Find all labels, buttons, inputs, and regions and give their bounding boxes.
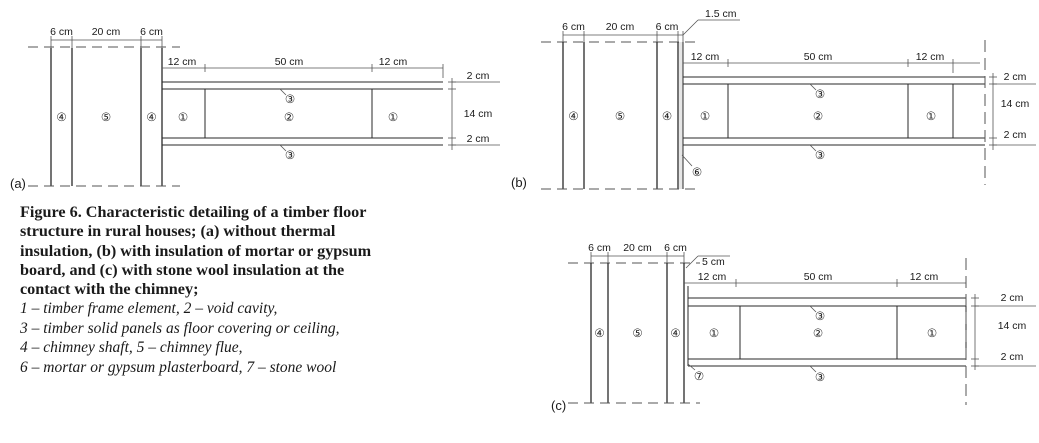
caption-legend-item: 1 – timber frame element, 2 – void cavit… — [20, 300, 278, 318]
panel-b-dim-floor-2: 50 cm — [804, 51, 833, 63]
panel-b-marker-frame: ① — [700, 111, 710, 123]
panel-b-marker-chimney-shaft: ④ — [568, 111, 578, 123]
panel-a-marker-top-panel: ③ — [285, 94, 295, 106]
panel-c-dim-layer-1: 2 cm — [1001, 292, 1024, 304]
panel-c-marker-cavity: ② — [813, 328, 823, 340]
panel-a-label: (a) — [10, 176, 26, 191]
panel-c-marker-chimney-shaft: ④ — [670, 328, 680, 340]
panel-a-marker-chimney-shaft: ④ — [56, 112, 66, 124]
marker-leader — [681, 154, 693, 167]
panel-a-dim-floor-2: 50 cm — [275, 56, 304, 68]
panel-a-dim-layer-2: 14 cm — [464, 108, 493, 120]
panel-a-marker-bottom-panel: ③ — [285, 150, 295, 162]
panel-c-dim-layer-3: 2 cm — [1001, 351, 1024, 363]
panel-b-mortar-layer — [679, 42, 683, 189]
panel-b-marker-top-panel: ③ — [815, 89, 825, 101]
panel-c-label: (c) — [551, 398, 566, 413]
marker-leader — [279, 144, 287, 152]
panel-b-marker-bottom-panel: ③ — [815, 150, 825, 162]
panel-c-dim-floor-1: 12 cm — [698, 271, 727, 283]
panel-b-dim-floor-3: 12 cm — [916, 51, 945, 63]
panel-c-marker-stone-wool: ⑦ — [694, 371, 704, 383]
dim-leader — [682, 19, 699, 36]
panel-b-dim-layer-1: 2 cm — [1004, 71, 1027, 83]
panel-a-dim-chimney-2: 20 cm — [92, 26, 121, 38]
panel-b-marker-chimney-flue: ⑤ — [615, 111, 625, 123]
panel-c-dim-floor-3: 12 cm — [910, 271, 939, 283]
panel-b: 6 cm 20 cm 6 cm 1.5 cm 12 cm 50 cm 12 cm — [511, 8, 1036, 190]
panel-c-dim-chimney-2: 20 cm — [623, 242, 652, 254]
panel-b-dim-chimney-2: 20 cm — [606, 21, 635, 33]
panel-c-marker-bottom-panel: ③ — [815, 372, 825, 384]
panel-a-dim-layer-3: 2 cm — [467, 133, 490, 145]
panel-a-dim-chimney-1: 6 cm — [50, 26, 73, 38]
panel-b-label: (b) — [511, 175, 527, 190]
panel-c-marker-chimney-flue: ⑤ — [632, 328, 642, 340]
caption-title: Figure 6. Characteristic detailing of a … — [20, 203, 372, 299]
caption-legend-item: 6 – mortar or gypsum plasterboard, 7 – s… — [20, 358, 337, 376]
panel-a-dim-floor-3: 12 cm — [379, 56, 408, 68]
panel-c-dim-gap: 5 cm — [702, 256, 725, 268]
panel-c-marker-chimney-shaft: ④ — [594, 328, 604, 340]
dim-leader — [685, 255, 699, 269]
panel-a-dim-chimney-3: 6 cm — [140, 26, 163, 38]
panel-c-dim-floor-2: 50 cm — [804, 271, 833, 283]
caption-legend-item: 4 – chimney shaft, 5 – chimney flue, — [20, 339, 243, 357]
panel-b-dim-layer-2: 14 cm — [1001, 98, 1030, 110]
panel-c-marker-top-panel: ③ — [815, 311, 825, 323]
marker-leader — [809, 365, 817, 373]
panel-a-dim-layer-1: 2 cm — [467, 70, 490, 82]
panel-c-dim-layer-2: 14 cm — [998, 320, 1027, 332]
panel-a-marker-chimney-shaft: ④ — [146, 112, 156, 124]
caption-legend-item: 3 – timber solid panels as floor coverin… — [20, 319, 340, 337]
panel-b-marker-cavity: ② — [813, 111, 823, 123]
panel-b-dim-layer-3: 2 cm — [1004, 129, 1027, 141]
panel-b-dim-gap: 1.5 cm — [705, 8, 737, 20]
marker-leader — [809, 305, 817, 313]
marker-leader — [687, 363, 696, 371]
figure-caption: Figure 6. Characteristic detailing of a … — [20, 203, 380, 377]
panel-a-marker-chimney-flue: ⑤ — [101, 112, 111, 124]
panel-b-marker-mortar: ⑥ — [692, 167, 702, 179]
marker-leader — [809, 83, 817, 91]
panel-c-dim-chimney-3: 6 cm — [664, 242, 687, 254]
panel-c-marker-frame: ① — [709, 328, 719, 340]
panel-a-marker-frame: ① — [388, 112, 398, 124]
panel-c-dim-chimney-1: 6 cm — [588, 242, 611, 254]
panel-b-marker-chimney-shaft: ④ — [662, 111, 672, 123]
panel-c-marker-frame: ① — [927, 328, 937, 340]
panel-a: 6 cm 20 cm 6 cm 12 cm 50 cm 12 cm 2 c — [10, 26, 500, 191]
panel-a-marker-cavity: ② — [284, 112, 294, 124]
panel-a-marker-frame: ① — [178, 112, 188, 124]
panel-a-dim-floor-1: 12 cm — [168, 56, 197, 68]
marker-leader — [279, 88, 287, 96]
panel-b-dim-chimney-3: 6 cm — [656, 21, 679, 33]
panel-c: 6 cm 20 cm 6 cm 5 cm 12 cm 50 cm 12 cm — [551, 242, 1036, 413]
panel-b-dim-chimney-1: 6 cm — [562, 21, 585, 33]
panel-b-marker-frame: ① — [926, 111, 936, 123]
panel-b-dim-floor-1: 12 cm — [691, 51, 720, 63]
marker-leader — [809, 144, 817, 152]
